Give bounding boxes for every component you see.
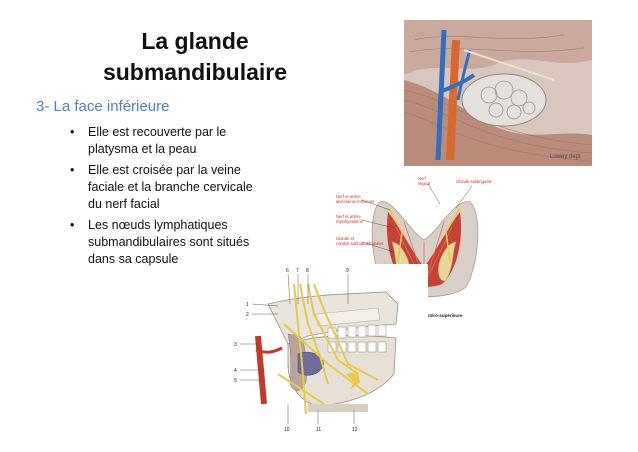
label-alveolaires: alvéolaires inférieurs xyxy=(336,199,374,204)
figure-number: 12 xyxy=(352,427,358,433)
label-nerf-artere-2: Nerf et artère xyxy=(336,214,361,219)
figure-middle-caption: Vue postéro-supérieure xyxy=(412,313,463,318)
label-glande-sublinguale: Glande sublinguale xyxy=(456,179,493,184)
figure-number: 2 xyxy=(246,312,249,318)
section-subtitle: 3- La face inférieure xyxy=(36,98,170,115)
bullet-icon: • xyxy=(70,163,75,177)
label-nerf: Nerf xyxy=(418,176,427,181)
figure-signature: Lowey dept xyxy=(550,154,581,160)
figure-number: 3 xyxy=(234,342,237,348)
figure-number: 5 xyxy=(234,378,237,384)
bullet-text: Les nœuds lymphatiques submandibulaires … xyxy=(88,218,250,266)
bullet-list: • Elle est recouverte par le platysma et … xyxy=(68,124,268,272)
anatomy-figure-top-drawing: Lowey dept xyxy=(404,20,592,166)
figure-number: 1 xyxy=(246,302,249,308)
figure-number: 6 xyxy=(286,268,289,274)
figure-number: 10 xyxy=(284,427,290,433)
bullet-item: • Les nœuds lymphatiques submandibulaires… xyxy=(68,217,268,268)
label-glande-et: Glande et xyxy=(336,236,355,241)
figure-number: 11 xyxy=(316,427,321,433)
bullet-item: • Elle est recouverte par le platysma et … xyxy=(68,124,268,158)
label-nerf-artere-1: Nerf et artère xyxy=(336,194,361,199)
figure-number: 4 xyxy=(234,368,237,374)
bullet-item: • Elle est croisée par la veine faciale e… xyxy=(68,162,268,213)
title-line-1: La glande xyxy=(141,28,249,54)
label-lingual: lingual xyxy=(418,181,430,186)
anatomy-figure-bottom: 6 7 8 9 1 2 3 4 5 10 11 12 xyxy=(228,264,428,434)
anatomy-figure-top: Lowey dept xyxy=(404,20,592,166)
label-conduit: conduit submandibulaires xyxy=(336,241,384,246)
bullet-icon: • xyxy=(70,125,75,139)
anatomy-figure-bottom-drawing: 6 7 8 9 1 2 3 4 5 10 11 12 xyxy=(228,264,428,434)
slide-title: La glande submandibulaire xyxy=(80,26,310,88)
figure-number: 9 xyxy=(346,268,349,274)
figure-number: 8 xyxy=(306,268,309,274)
figure-number: 7 xyxy=(296,268,299,274)
label-mylohyoidiens: mylohyoïdiens xyxy=(336,219,363,224)
bullet-text: Elle est croisée par la veine faciale et… xyxy=(88,163,253,211)
bullet-icon: • xyxy=(70,218,75,232)
title-line-2: submandibulaire xyxy=(102,59,288,85)
bullet-text: Elle est recouverte par le platysma et l… xyxy=(88,125,227,156)
